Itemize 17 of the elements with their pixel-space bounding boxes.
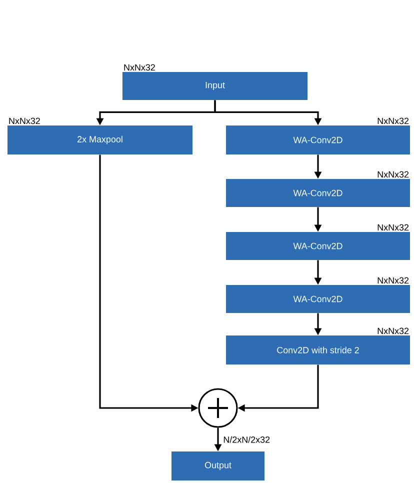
size-label: NxNx32 [9, 118, 40, 124]
size-label: NxNx32 [378, 328, 409, 334]
size-label: NxNx32 [124, 64, 155, 71]
size-label: NxNx32 [378, 224, 409, 231]
process-box: WA-Conv2D [226, 232, 410, 260]
process-box: WA-Conv2D [226, 285, 410, 313]
sum-circle [198, 388, 238, 428]
process-box: Input [122, 72, 308, 100]
process-box: 2x Maxpool [8, 126, 192, 154]
edge-label: N/2xN/2x32 [224, 436, 270, 443]
process-box: Conv2D with stride 2 [226, 336, 410, 364]
process-box: WA-Conv2D [226, 126, 410, 154]
size-label: NxNx32 [378, 277, 409, 284]
size-label: NxNx32 [378, 118, 409, 124]
process-box: WA-Conv2D [226, 179, 410, 207]
process-box: Output [172, 452, 264, 480]
size-label: NxNx32 [378, 171, 409, 178]
